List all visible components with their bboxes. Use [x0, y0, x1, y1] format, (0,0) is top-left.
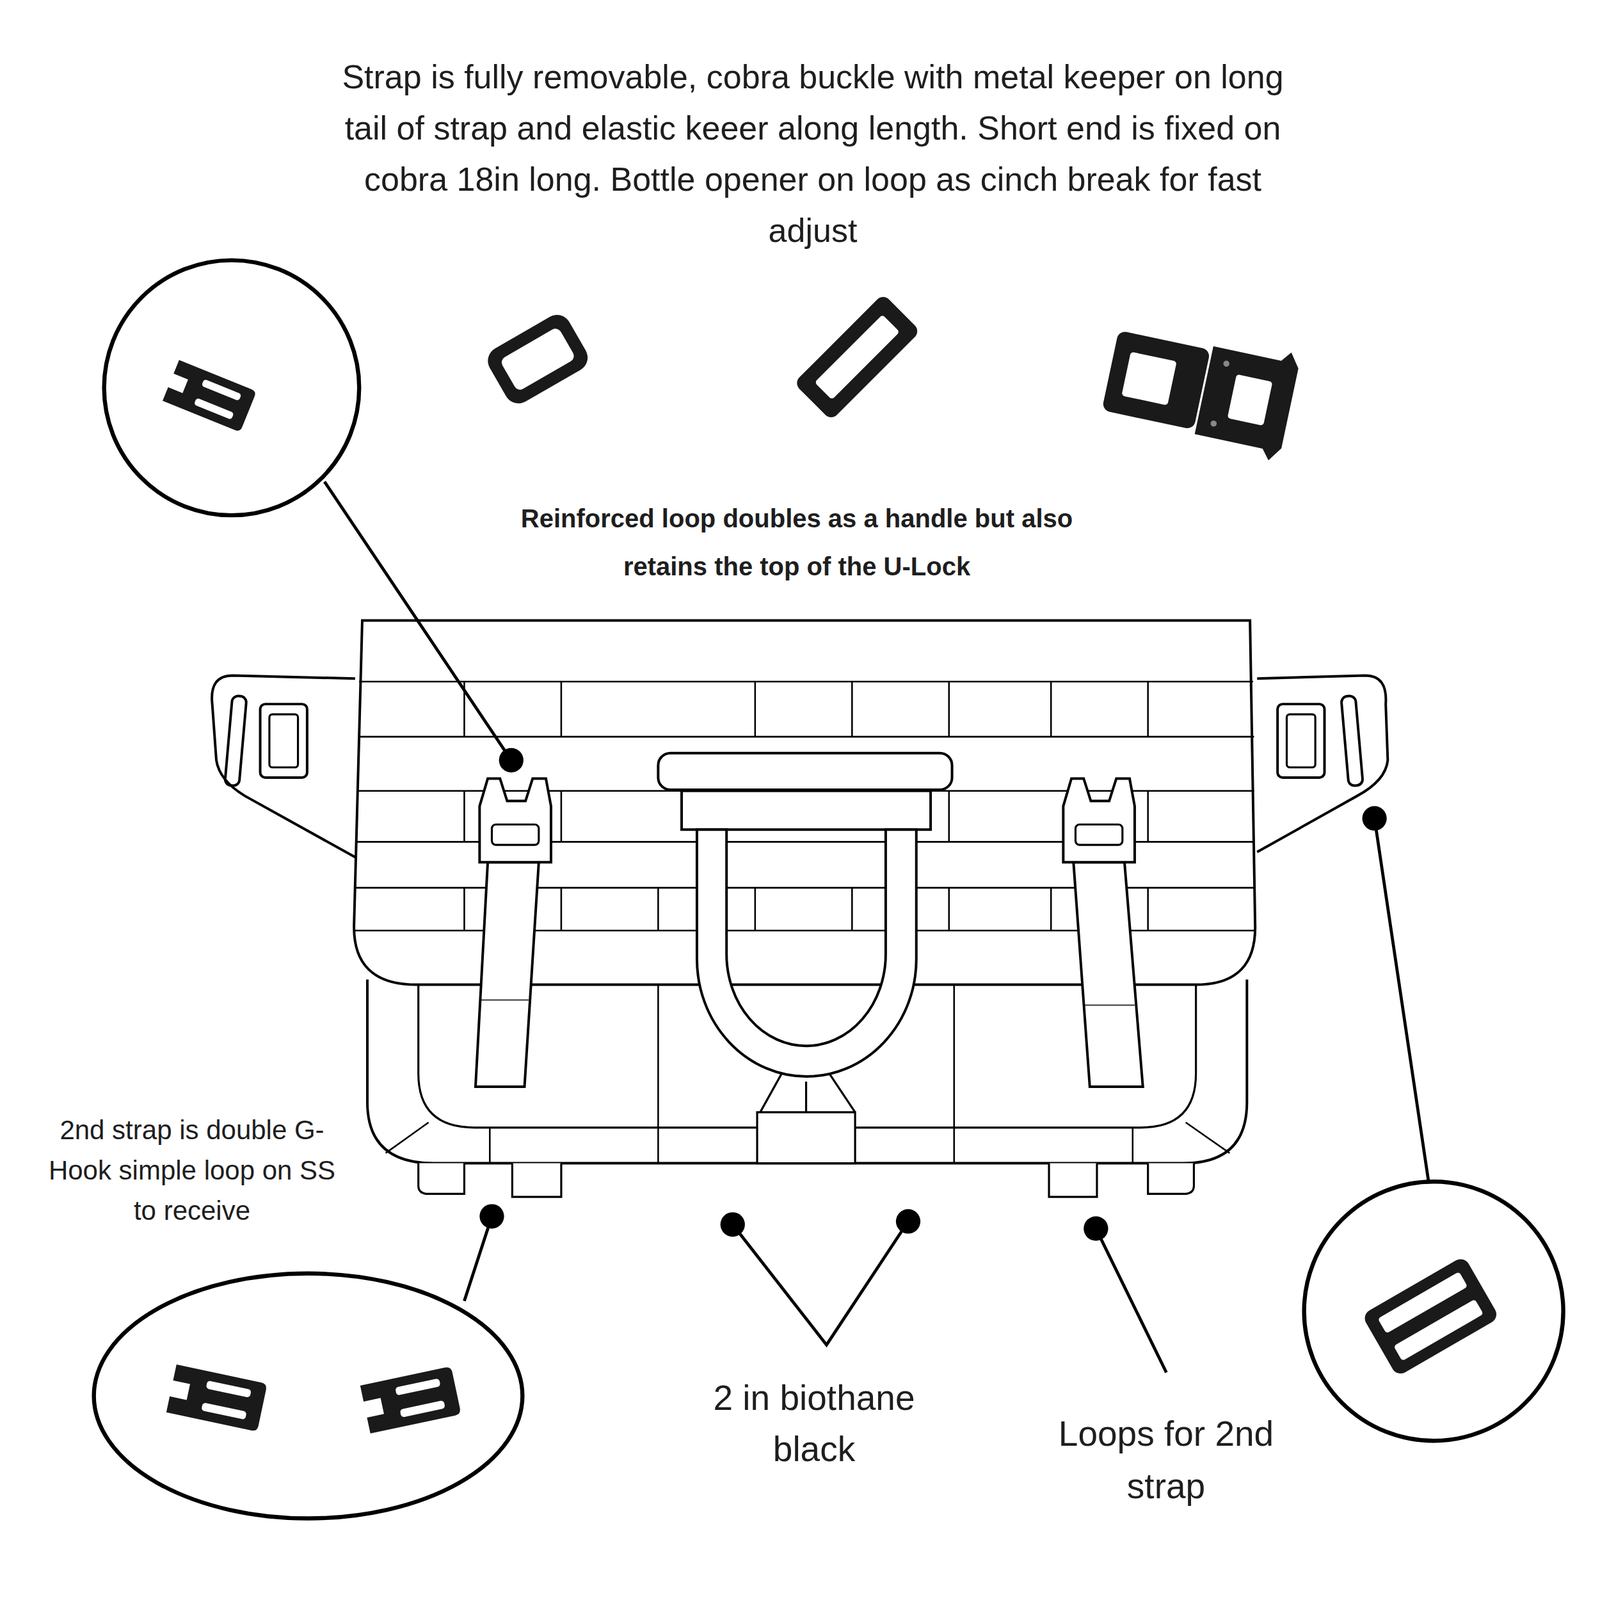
- strap-stitch: [479, 999, 529, 1001]
- wing-slot: [224, 695, 247, 787]
- leader-lines: [324, 481, 1429, 1373]
- g-hook-icon: [162, 360, 257, 433]
- tri-glide-frame: [1361, 1255, 1500, 1377]
- cobra-buckle-icon: [1098, 316, 1302, 463]
- buckle-male: [1101, 330, 1211, 430]
- u-lock-shackle: [696, 829, 917, 1077]
- wing-slider: [260, 704, 308, 778]
- ring-frame: [482, 309, 593, 409]
- callout-dot: [499, 748, 524, 773]
- second-strap-note: 2nd strap is double G-Hook simple loop o…: [41, 1109, 343, 1231]
- buckle-slot: [1075, 824, 1122, 845]
- right-strap: [1073, 862, 1143, 1087]
- callout-dot: [1083, 1216, 1108, 1241]
- g-hook-icon: [166, 1364, 268, 1432]
- tri-glide-icon: [1361, 1255, 1500, 1377]
- g-hook-buckle: [1063, 778, 1135, 863]
- wing-slot: [1340, 695, 1363, 787]
- callout-dot: [896, 1208, 921, 1234]
- slider-opening: [814, 314, 900, 400]
- lock-holder: [757, 1066, 856, 1163]
- material-label: 2 in biothane black: [679, 1372, 949, 1475]
- buckle-slot: [1121, 352, 1177, 406]
- handle-note: Reinforced loop doubles as a handle but …: [492, 494, 1101, 591]
- slider-frame: [793, 293, 921, 421]
- buckle-slot: [1227, 374, 1273, 427]
- handle-loop: [657, 753, 952, 790]
- g-hook-buckle: [479, 778, 552, 863]
- wing-slider-opening: [269, 714, 299, 768]
- detail-circle: [1304, 1181, 1564, 1441]
- left-strap: [475, 862, 539, 1087]
- callout-dot: [1362, 806, 1387, 831]
- detail-circle: [104, 260, 360, 516]
- left-wing: [211, 675, 356, 857]
- buckle-rivet: [1223, 360, 1231, 368]
- spec-note: Strap is fully removable, cobra buckle w…: [332, 51, 1293, 256]
- molle-ticks: [464, 681, 1148, 931]
- detail-ellipse: [94, 1273, 523, 1519]
- wing-slider: [1277, 704, 1325, 778]
- wing-slider-opening: [1287, 714, 1316, 768]
- bag-feet: [418, 1163, 1195, 1198]
- callout-dot: [479, 1203, 504, 1229]
- u-lock-crossbar: [681, 791, 931, 831]
- slider-bar-icon: [793, 293, 921, 421]
- buckle-rivet: [1210, 419, 1218, 427]
- buckle-female: [1192, 336, 1302, 463]
- tri-glide-slot: [1393, 1299, 1484, 1362]
- loops-label: Loops for 2nd strap: [1057, 1407, 1275, 1513]
- strap-stitch: [1083, 1004, 1135, 1007]
- g-hook-icon: [360, 1366, 462, 1434]
- buckle-slot: [491, 824, 539, 845]
- right-wing: [1256, 675, 1388, 852]
- callout-dot: [720, 1212, 745, 1237]
- ring-opening: [499, 326, 576, 392]
- rectangle-ring-icon: [482, 309, 593, 409]
